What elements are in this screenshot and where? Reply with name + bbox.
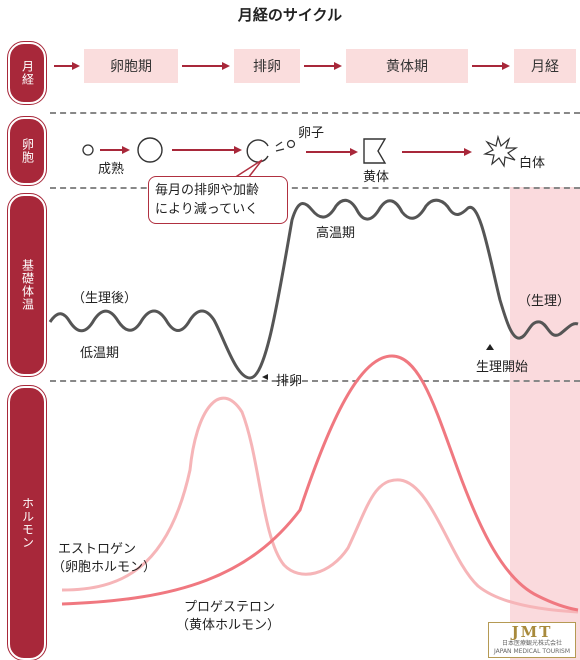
progesterone-sublabel: （黄体ホルモン） bbox=[176, 618, 281, 633]
ruptured-follicle-icon bbox=[246, 139, 269, 163]
diagram-title: 月経のサイクル bbox=[237, 6, 343, 24]
corpus-luteum-label: 黄体 bbox=[363, 170, 390, 185]
callout-tail bbox=[233, 159, 263, 179]
callout-line: により減っていく bbox=[155, 202, 259, 217]
divider bbox=[50, 112, 580, 114]
ovulation-marker-icon bbox=[262, 374, 268, 380]
progesterone-curve bbox=[61, 354, 579, 612]
post-period-label: （生理後） bbox=[72, 291, 138, 306]
ovulation-marker-label: 排卵 bbox=[276, 374, 303, 389]
follicle-small-icon bbox=[82, 144, 94, 156]
estrogen-curve bbox=[61, 396, 579, 614]
follicle-mature-icon bbox=[137, 137, 163, 163]
progesterone-label: プロゲステロン bbox=[184, 600, 276, 615]
row-label-menstruation: 月経 bbox=[7, 41, 47, 105]
menstruation-period-band bbox=[510, 187, 580, 660]
mature-label: 成熟 bbox=[98, 162, 125, 177]
low-phase-label: 低温期 bbox=[80, 346, 120, 361]
estrogen-label: エストロゲン bbox=[58, 542, 137, 557]
divider bbox=[50, 187, 580, 189]
logo-mark: JMT bbox=[511, 622, 553, 641]
corpus-luteum-icon bbox=[363, 138, 387, 164]
divider bbox=[50, 380, 580, 382]
callout-line: 毎月の排卵や加齢 bbox=[155, 183, 260, 198]
temperature-curve bbox=[48, 198, 579, 380]
egg-label: 卵子 bbox=[298, 126, 325, 141]
phase-luteal: 黄体期 bbox=[346, 49, 468, 83]
row-label-hormone: ホルモン bbox=[7, 385, 47, 660]
logo-name-jp: 日本医療観光株式会社 bbox=[501, 639, 562, 647]
row-label-ovum: 卵胞 bbox=[7, 116, 47, 186]
period-start-marker-icon bbox=[486, 344, 494, 350]
phase-menstruation: 月経 bbox=[514, 49, 576, 83]
egg-icon bbox=[286, 139, 296, 149]
high-phase-label: 高温期 bbox=[316, 226, 356, 241]
corpus-albicans-icon bbox=[482, 134, 519, 168]
estrogen-sublabel: （卵胞ホルモン） bbox=[52, 560, 157, 575]
corpus-albicans-label: 白体 bbox=[519, 156, 546, 171]
period-start-label: 生理開始 bbox=[476, 360, 529, 375]
egg-release-lines bbox=[275, 141, 285, 152]
callout-box: 毎月の排卵や加齢 により減っていく bbox=[148, 176, 288, 224]
logo-name-en: JAPAN MEDICAL TOURISM bbox=[493, 647, 571, 655]
company-logo: JMT 日本医療観光株式会社 JAPAN MEDICAL TOURISM bbox=[488, 622, 576, 658]
row-label-basal-temp: 基礎体温 bbox=[7, 193, 47, 377]
phase-follicular: 卵胞期 bbox=[84, 49, 178, 83]
phase-ovulation: 排卵 bbox=[234, 49, 300, 83]
period-label: （生理） bbox=[518, 294, 571, 309]
